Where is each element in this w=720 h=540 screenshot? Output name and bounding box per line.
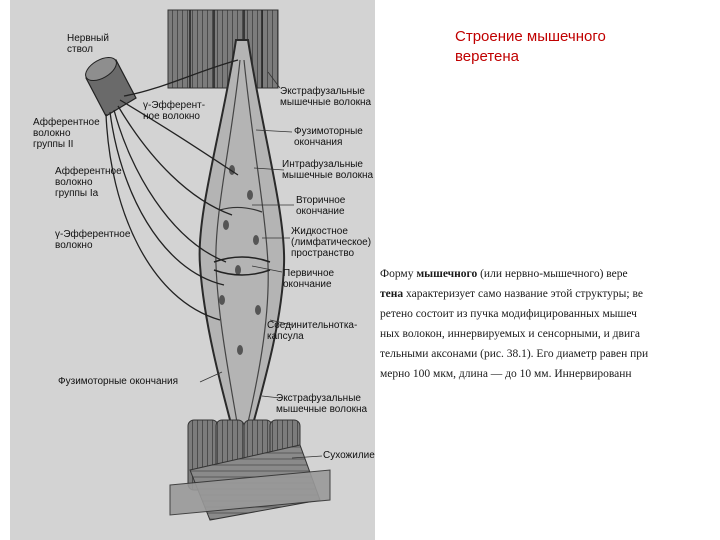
- label-fusimotor-endings-left: Фузимоторные окончания: [58, 376, 178, 387]
- label-nerve-trunk: Нервный ствол: [67, 33, 109, 55]
- label-gamma-efferent-top: γ-Эфферент- ное волокно: [143, 100, 205, 122]
- scanned-text-block: Форму мышечного (или нервно-мышечного) в…: [376, 262, 720, 412]
- label-afferent-group-ii: Афферентное волокно группы II: [33, 117, 100, 150]
- extrafusal-fibers-top: [168, 10, 278, 88]
- spindle-capsule: [200, 40, 285, 450]
- label-primary-ending: Первичное окончание: [283, 268, 334, 290]
- text-line-1: Форму мышечного (или нервно-мышечного) в…: [380, 266, 628, 282]
- text-line-3: ретено состоит из пучка модифицированных…: [380, 306, 637, 322]
- label-extrafusal-top: Экстрафузальные мышечные волокна: [280, 86, 371, 108]
- nerve-trunk: [82, 53, 136, 116]
- text-line-4: ных волокон, иннервируемых и сенсорными,…: [380, 326, 640, 342]
- label-tendon: Сухожилие: [323, 450, 375, 461]
- text-line-5: тельными аксонами (рис. 38.1). Его диаме…: [380, 346, 648, 362]
- text-line-6: мерно 100 мкм, длина — до 10 мм. Иннерви…: [380, 366, 632, 382]
- label-connective-capsule: Соединительнотка- капсула: [267, 320, 357, 342]
- slide-title: Строение мышечного веретена: [455, 27, 695, 67]
- label-intrafusal-fibers: Интрафузальные мышечные волокна: [282, 159, 373, 181]
- label-fusimotor-endings-right: Фузимоторные окончания: [294, 126, 363, 148]
- label-extrafusal-bottom: Экстрафузальные мышечные волокна: [276, 393, 367, 415]
- label-afferent-group-ia: Афферентное волокно группы Ia: [55, 166, 122, 199]
- text-line-2: тена характеризует само название этой ст…: [380, 286, 643, 302]
- label-lymph-space: Жидкостное (лимфатическое) пространство: [291, 226, 371, 259]
- label-secondary-ending: Вторичное окончание: [296, 195, 345, 217]
- label-gamma-efferent-left: γ-Эфферентное волокно: [55, 229, 130, 251]
